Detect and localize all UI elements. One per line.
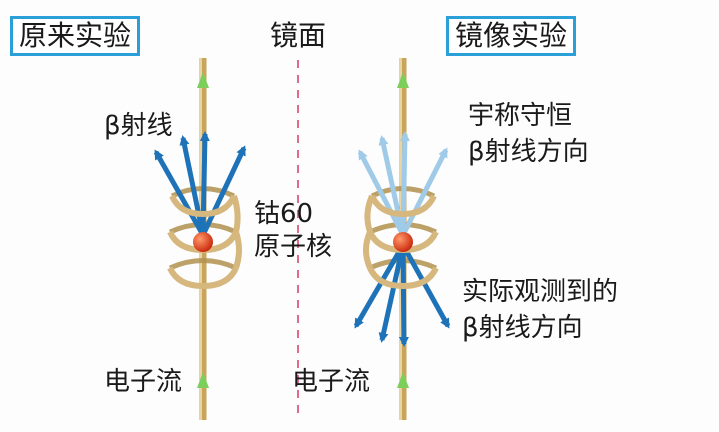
current-arrow-right-top [397, 72, 409, 88]
beta-ray-arrow-observed [353, 243, 406, 329]
title-mirror-experiment: 镜像实验 [446, 16, 577, 57]
label-electron-current-left: 电子流 [104, 367, 183, 397]
mirror-experiment-setup [353, 58, 451, 420]
original-experiment-setup [153, 58, 247, 420]
cobalt60-nucleus-right [393, 232, 413, 252]
label-parity-beta-direction: β射线方向 [468, 137, 589, 167]
beta-ray-arrow-observed [398, 244, 409, 347]
beta-ray-arrow [200, 145, 247, 237]
coil-right [363, 194, 439, 290]
beta-ray-arrow-expected [357, 149, 406, 237]
current-arrow-right-bottom [397, 372, 409, 388]
label-cobalt60: 钴60 [254, 199, 314, 229]
beta-ray-arrow [153, 149, 206, 237]
beta-ray-arrow-observed [378, 244, 406, 343]
beta-rays-parity-expected [357, 131, 449, 237]
label-nucleus: 原子核 [254, 232, 333, 262]
label-observed: 实际观测到的 [462, 277, 619, 307]
label-electron-current-right: 电子流 [292, 367, 371, 397]
beta-ray-arrow-expected [399, 131, 410, 236]
cobalt60-nucleus-left [193, 232, 213, 252]
label-parity-conserved: 宇称守恒 [468, 101, 573, 131]
beta-rays-original [153, 131, 247, 237]
beta-ray-arrow-expected [378, 135, 406, 236]
label-beta-ray: β射线 [104, 111, 173, 141]
current-arrow-left-bottom [197, 372, 209, 388]
title-mirror: 镜面 [270, 19, 327, 52]
beta-ray-arrow-expected [400, 147, 449, 237]
title-original-experiment: 原来实验 [10, 16, 141, 57]
beta-ray-arrow-observed [400, 243, 451, 329]
current-arrow-left-top [197, 72, 209, 88]
beta-rays-observed [353, 243, 451, 347]
label-observed-beta-direction: β射线方向 [462, 313, 583, 343]
beta-ray-arrow [199, 131, 210, 236]
beta-ray-arrow [179, 135, 206, 236]
